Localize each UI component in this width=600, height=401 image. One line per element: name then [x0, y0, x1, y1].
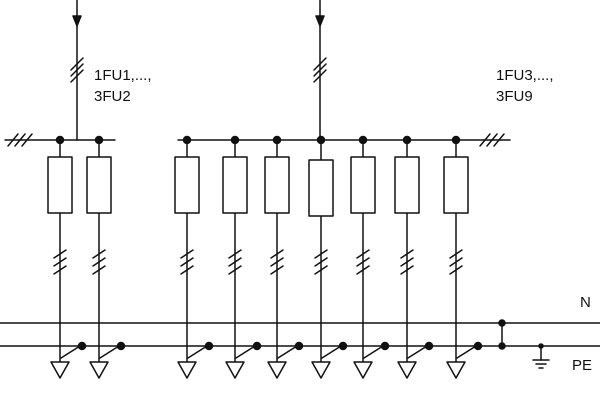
fuse-icon [394, 156, 420, 214]
fuse-icon [350, 156, 376, 214]
group2-label-line2: 3FU9 [496, 88, 533, 105]
load-icon [177, 361, 197, 379]
load-icon [50, 361, 70, 379]
feeder-circuit [443, 135, 483, 379]
load-icon [267, 361, 287, 379]
load-icon [89, 361, 109, 379]
load-icon [397, 361, 417, 379]
feeder-circuit [308, 135, 348, 379]
load-icon [446, 361, 466, 379]
n-pe-link [498, 319, 506, 350]
fuse-icon [47, 156, 73, 214]
incoming-feeder-2 [313, 0, 327, 141]
feeder-circuit [86, 135, 126, 379]
feeder-circuit [222, 135, 262, 379]
feeder-circuit [264, 135, 304, 379]
load-icon [225, 361, 245, 379]
fuse-icon [174, 156, 200, 214]
load-icon [353, 361, 373, 379]
pe-conductor-label: PE [572, 357, 593, 374]
load-icon [311, 361, 331, 379]
group1-label-line2: 3FU2 [94, 88, 131, 105]
fuse-icon [86, 156, 112, 214]
group1-label-line1: 1FU1,..., [94, 67, 152, 84]
feeder-circuit [394, 135, 434, 379]
fuse-icon [264, 156, 290, 214]
feeder-circuit [174, 135, 214, 379]
group2-label-line1: 1FU3,..., [496, 67, 554, 84]
ground-icon [532, 343, 550, 369]
fuse-icon [308, 159, 334, 217]
fuse-icon [222, 156, 248, 214]
feeder-circuit [47, 135, 87, 379]
feeder-circuit [350, 135, 390, 379]
n-conductor-label: N [580, 294, 591, 311]
fuse-icon [443, 156, 469, 214]
incoming-feeder-1 [70, 0, 84, 141]
